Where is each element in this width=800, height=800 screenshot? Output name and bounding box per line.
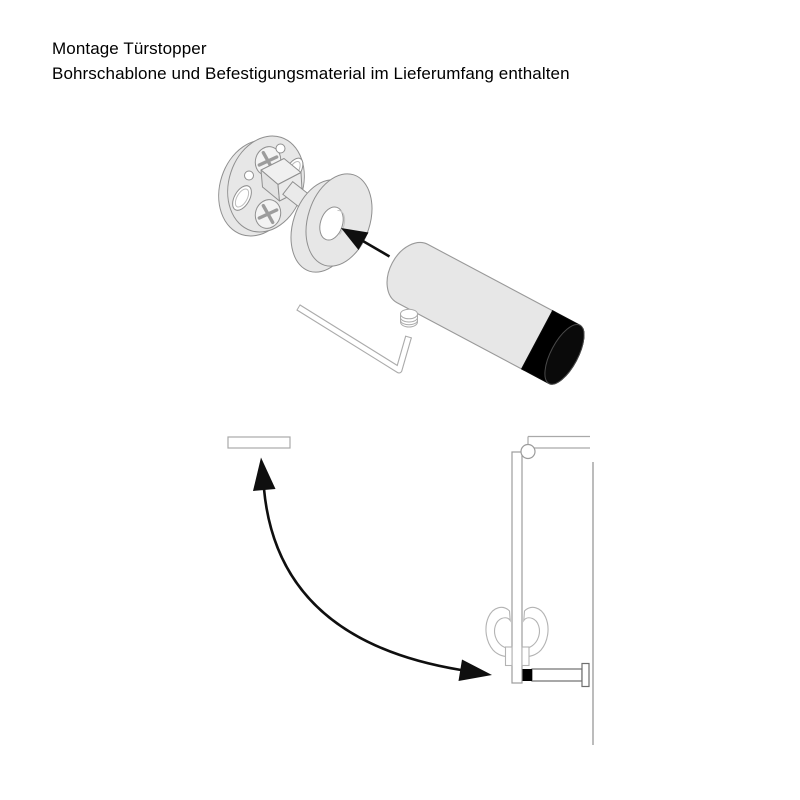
swing-arrowhead-right-icon [458, 659, 492, 681]
stopper-flange [581, 662, 590, 688]
grub-screw-icon [400, 308, 418, 328]
closed-door-icon [511, 451, 523, 684]
page-title-block: Montage Türstopper Bohrschablone und Bef… [52, 36, 570, 86]
rosette-hole [319, 206, 344, 241]
page-title: Montage Türstopper [52, 39, 207, 58]
slot-inner [234, 188, 250, 208]
rosette-hole-depth-line [337, 209, 346, 235]
page-subtitle: Bohrschablone und Befestigungsmaterial i… [52, 64, 570, 83]
wall-plate-icon [218, 135, 317, 237]
allen-key-core [297, 305, 411, 373]
door-handle-icon [485, 606, 549, 667]
open-door-icon [227, 436, 291, 449]
screw-cross-slot [257, 203, 279, 225]
screw-slot-left-icon [232, 185, 252, 211]
slot-outer [232, 185, 252, 211]
insert-arrow-shaft [361, 239, 391, 258]
handle-rosette-left [504, 646, 513, 667]
swing-arrowhead-up-icon [253, 457, 276, 491]
installation-diagram [227, 435, 594, 745]
handle-rosette-right [521, 646, 530, 667]
cylinder-body [386, 242, 556, 372]
hinge-icon [520, 443, 536, 460]
grub-screw-top [400, 308, 418, 320]
pilot-hole-icon [275, 143, 286, 154]
allen-key-tip-edge [296, 304, 301, 311]
swing-arc-icon [262, 488, 462, 672]
insert-arrow-icon [341, 228, 391, 258]
stopper-body [531, 668, 583, 682]
screw-bottom-icon [254, 199, 282, 229]
stopper-buffer [522, 669, 532, 681]
grub-screw-thread [400, 320, 418, 326]
assembly-diagram [218, 135, 585, 385]
allen-key-top-edge [404, 335, 413, 339]
rubber-cap-face [544, 324, 585, 385]
grub-screw-thread [400, 317, 418, 323]
wall-stopper-icon [522, 662, 590, 688]
stopper-cylinder-icon [386, 242, 585, 385]
insert-arrow-head [341, 228, 369, 250]
allen-key-icon [296, 304, 413, 374]
pilot-hole-icon [244, 170, 254, 181]
